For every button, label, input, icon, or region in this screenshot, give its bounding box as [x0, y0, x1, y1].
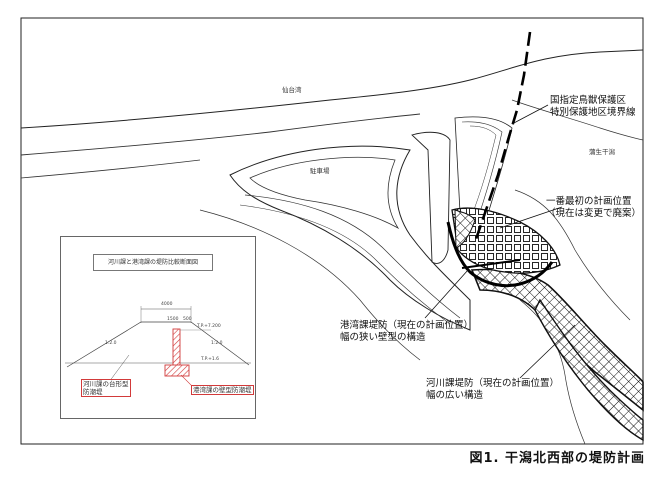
annotation-first-plan: 一番最初の計画位置 （現在は変更で廃案）: [546, 196, 642, 219]
figure-caption: 図1. 干潟北西部の堤防計画: [469, 451, 645, 466]
reserve-boundary: [472, 31, 532, 246]
label-gamo-higata: 蒲生干潟: [589, 148, 615, 156]
dim-width: 4000: [161, 302, 173, 307]
figure-border: [20, 17, 644, 445]
port-dike-spur: [461, 259, 521, 269]
label-sendai-bay: 仙台湾: [282, 86, 302, 94]
jetty-contour-1: [411, 131, 451, 264]
cross-section-inset: 河川課と港湾課の堤防比較断面図 4000 1500 500 T.P.+7.200…: [60, 236, 256, 419]
leader-reserve: [511, 104, 549, 125]
slope-right: 1:2.0: [211, 341, 223, 346]
inland-line: [199, 209, 421, 361]
road-line-a: [244, 194, 461, 319]
port-dike-line: [446, 221, 554, 288]
annotation-reserve-line: 国指定鳥獣保護区 特別保護地区境界線: [550, 95, 636, 118]
slope-left: 1:2.0: [105, 341, 117, 346]
first-plan-area: [451, 207, 561, 274]
tidal-flat-outline: [511, 99, 644, 141]
jetty-contour-3: [461, 121, 503, 231]
wall-dike: [172, 328, 181, 370]
trapezoid-dike: [66, 321, 250, 368]
parking-inner: [249, 156, 400, 230]
first-plan-upper: [454, 209, 476, 249]
road-outer: [229, 145, 471, 331]
annotation-port-dike: 港湾課堤防（現在の計画位置） 幅の狭い壁型の構造: [340, 320, 474, 343]
leader-first-plan: [499, 206, 563, 229]
shore-line-3: [20, 159, 201, 179]
annotation-river-dike: 河川課堤防（現在の計画位置） 幅の広い構造: [426, 378, 560, 401]
label-river-trapezoid: 河川課の台形型 防潮堤: [81, 379, 131, 397]
shore-line-2: [20, 113, 421, 156]
leader-river: [519, 324, 576, 379]
road-line-b: [239, 204, 451, 325]
tp-upper: T.P.+7.200: [197, 324, 221, 329]
jetty-contour-4: [469, 125, 497, 221]
label-parking: 駐車場: [310, 167, 330, 175]
lagoon-shore: [514, 189, 631, 321]
cross-section-drawing: [65, 306, 251, 388]
label-port-wall: 港湾課の壁型防潮堤: [191, 385, 254, 395]
leader-port: [424, 269, 469, 319]
leader-trapezoid: [108, 354, 130, 383]
dim-d2: 500: [183, 317, 192, 322]
dim-d1: 1500: [167, 317, 179, 322]
inset-title: 河川課と港湾課の堤防比較断面図: [93, 254, 213, 271]
river-dike-band-2: [534, 298, 644, 442]
wall-footing: [164, 364, 190, 377]
tp-lower: T.P.+1.6: [201, 357, 220, 362]
